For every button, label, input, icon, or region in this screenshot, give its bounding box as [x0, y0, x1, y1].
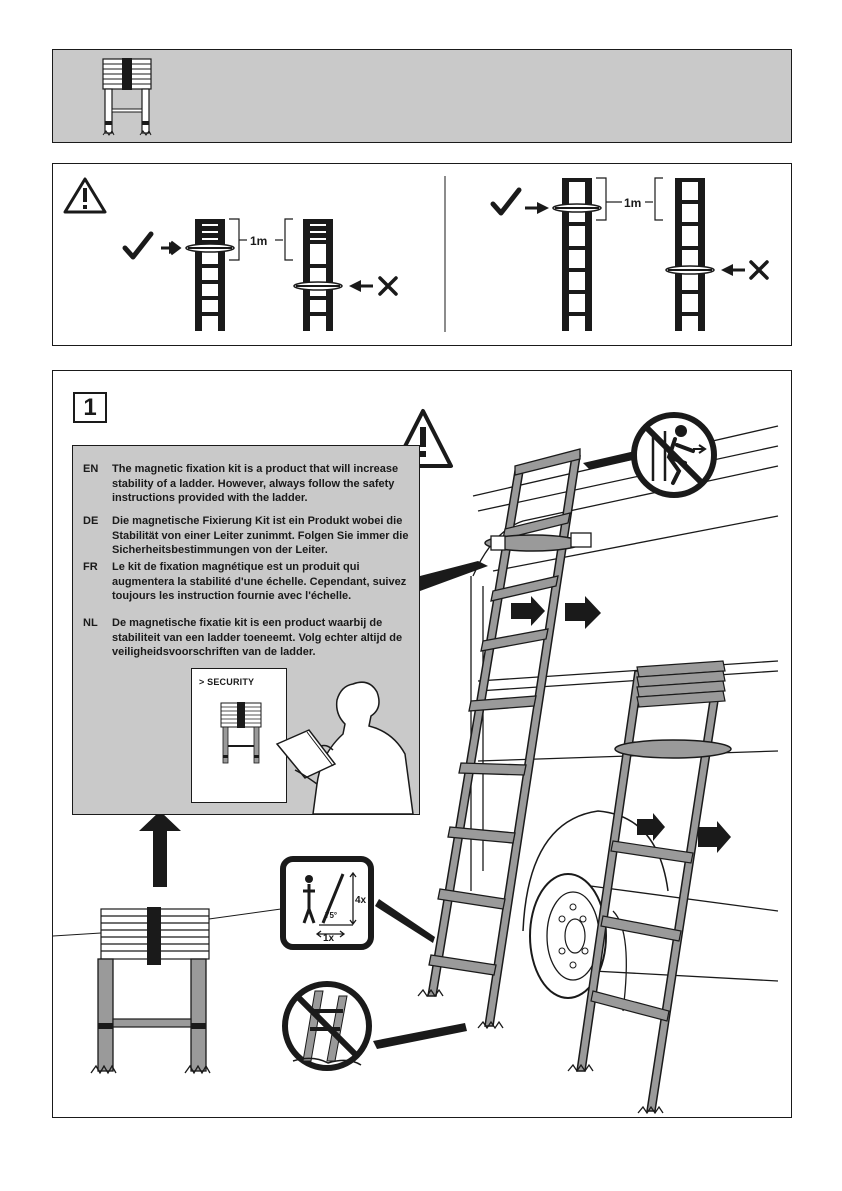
angle-label: 75°	[325, 911, 337, 920]
arrow-left-icon	[349, 280, 373, 292]
instruction-text: The magnetic fixation kit is a product t…	[112, 463, 399, 504]
cross-icon	[749, 260, 769, 280]
van-ladder-illustration: 75° 4x 1x	[53, 409, 779, 1115]
language-code: EN	[83, 463, 99, 475]
warning-panel: 1m	[52, 163, 792, 346]
person-reading-illustration	[275, 681, 414, 814]
no-climbing-icon	[631, 412, 717, 498]
placement-diagram: 1m	[63, 176, 769, 332]
instructions-box: EN The magnetic fixation kit is a produc…	[72, 445, 420, 815]
checkmark-icon	[122, 231, 154, 260]
warning-triangle-icon	[63, 177, 107, 214]
checkmark-icon	[490, 187, 522, 216]
height-ratio-label: 4x	[355, 895, 367, 906]
instruction-text: De magnetische fixatie kit is een produc…	[112, 617, 403, 658]
ladder-wrong-left	[293, 219, 343, 331]
language-code: NL	[83, 617, 98, 629]
second-ladder	[567, 660, 732, 1115]
arrow-left-icon	[721, 264, 745, 276]
base-ratio-label: 1x	[323, 933, 335, 944]
leaning-ladder	[417, 448, 592, 1030]
language-code: FR	[83, 561, 98, 573]
distance-label-left: 1m	[250, 234, 267, 248]
header-band	[52, 49, 792, 143]
arrow-up-icon	[139, 811, 181, 887]
instruction-text: Le kit de fixation magnétique est un pro…	[112, 561, 407, 602]
arrow-right-icon	[161, 240, 182, 256]
instruction-text: Die magnetische Fixierung Kit ist ein Pr…	[112, 515, 409, 556]
ladder-correct-right	[552, 178, 602, 331]
van-wheel	[522, 810, 669, 1012]
arrow-right-icon	[525, 202, 549, 214]
arrow-right-icon	[511, 596, 601, 629]
distance-label-right: 1m	[624, 196, 641, 210]
ladder-thumbnail-icon	[102, 58, 152, 136]
manual-sheet: > SECURITY	[191, 668, 287, 803]
no-uneven-ground-icon	[282, 981, 372, 1071]
manual-security-label: > SECURITY	[199, 677, 255, 687]
cross-icon	[378, 276, 398, 296]
ladder-angle-sign: 75° 4x 1x	[280, 856, 374, 950]
collapsed-ladder	[53, 907, 282, 1075]
step-number: 1	[73, 392, 107, 423]
step-panel: 75° 4x 1x 1 EN The magnetic fixation kit…	[52, 370, 792, 1118]
language-code: DE	[83, 515, 99, 527]
ladder-wrong-right	[665, 178, 715, 331]
ladder-correct-left	[185, 219, 235, 331]
ladder-thumbnail-icon	[220, 702, 262, 764]
